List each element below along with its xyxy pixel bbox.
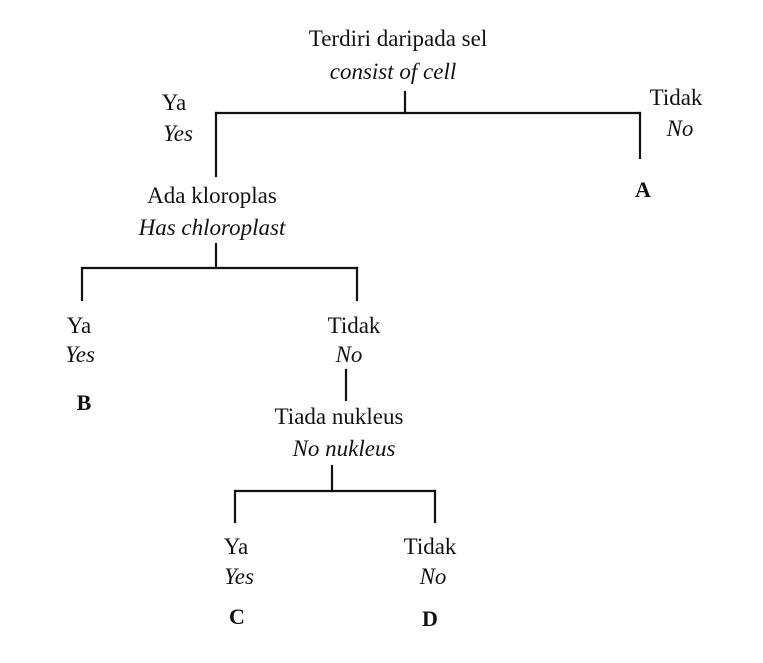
- level1-yes-en: Yes: [163, 121, 193, 146]
- node3-label-ms: Tiada nukleus: [274, 404, 404, 429]
- level2-no-en: No: [335, 342, 363, 367]
- level1-no-en: No: [666, 116, 694, 141]
- level1-no-ms: Tidak: [649, 85, 703, 110]
- result-A: A: [635, 177, 651, 202]
- level3-yes-en: Yes: [224, 564, 254, 589]
- result-D: D: [422, 606, 438, 631]
- root-label-en: consist of cell: [329, 59, 457, 84]
- level2-yes-ms: Ya: [66, 313, 92, 338]
- level3-yes-ms: Ya: [223, 534, 249, 559]
- level2-no-ms: Tidak: [327, 313, 381, 338]
- result-C: C: [229, 604, 245, 629]
- node2-label-en: Has chloroplast: [138, 215, 286, 240]
- level3-no-en: No: [419, 564, 447, 589]
- level3-no-ms: Tidak: [403, 534, 457, 559]
- level2-yes-en: Yes: [65, 342, 95, 367]
- node3-label-en: No nukleus: [292, 436, 396, 461]
- node2-label-ms: Ada kloroplas: [147, 183, 277, 208]
- result-B: B: [76, 390, 92, 415]
- level1-yes-ms: Ya: [161, 90, 187, 115]
- root-label-ms: Terdiri daripada sel: [308, 26, 488, 51]
